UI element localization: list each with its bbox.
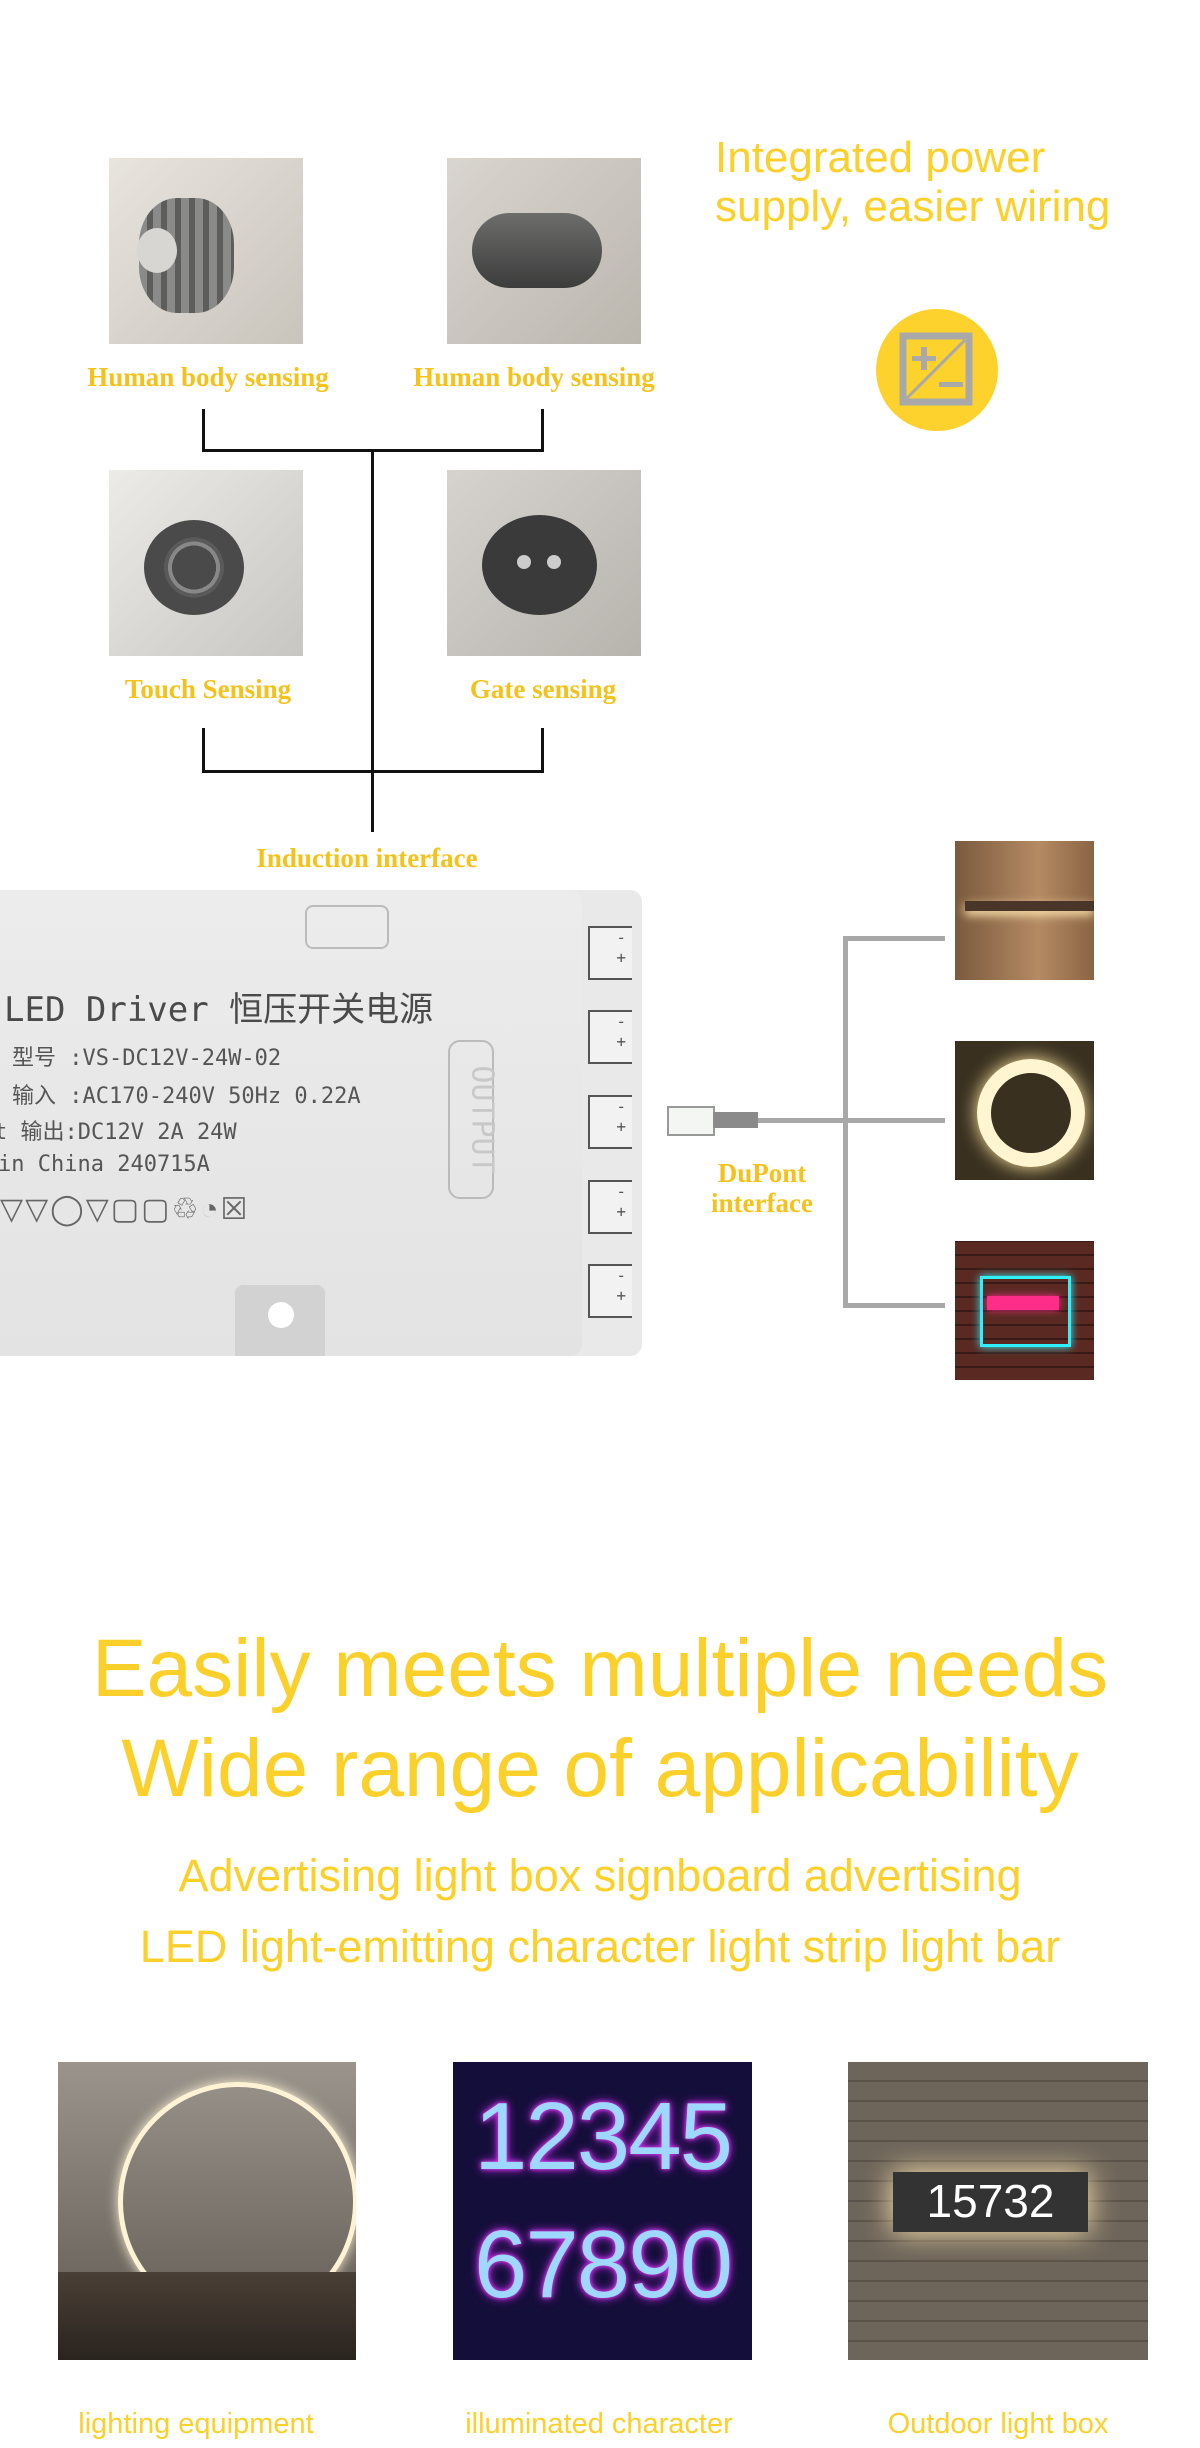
sensor-photo-touch: [109, 470, 303, 656]
led-strip-photo: [955, 1041, 1094, 1180]
connector-line: [541, 728, 544, 773]
sensor-label: Touch Sensing: [124, 674, 292, 704]
ac-dc-converter-icon: [876, 309, 998, 431]
dupont-line1: DuPont: [717, 1158, 807, 1188]
wire-line: [843, 1303, 945, 1308]
connector-line: [202, 409, 205, 452]
connector-line: [202, 770, 544, 773]
connector-line: [371, 449, 374, 832]
cabinet-light-photo: [955, 841, 1094, 980]
output-port: -+: [588, 1264, 632, 1318]
neon-digits-bottom: 67890: [474, 2211, 733, 2318]
dupont-line2: interface: [711, 1188, 813, 1218]
output-port: -+: [588, 1095, 632, 1149]
headline-line1: Easily meets multiple needs: [91, 1623, 1109, 1714]
sensor-label: Human body sensing: [87, 362, 329, 392]
sensor-label: Human body sensing: [413, 362, 655, 392]
sensor-photo-human-body-2: [447, 158, 641, 344]
driver-made-in: in China 240715A: [0, 1152, 210, 1177]
connector-line: [202, 728, 205, 773]
induction-interface-label: Induction interface: [256, 843, 478, 873]
feature-title: Integrated power supply, easier wiring: [715, 133, 1110, 231]
neon-sign-photo: [955, 1241, 1094, 1380]
application-caption: lighting equipment: [78, 2408, 314, 2440]
driver-output: t 输出:DC12V 2A 24W: [0, 1120, 237, 1145]
driver-input: 输入 :AC170-240V 50Hz 0.22A: [12, 1084, 361, 1109]
driver-output-label: OUTPUT: [464, 1065, 500, 1174]
dupont-connector: [667, 1106, 715, 1136]
driver-title: LED Driver 恒压开关电源: [4, 990, 434, 1030]
led-driver-box: OUTPUT LED Driver 恒压开关电源 型号 :VS-DC12V-24…: [0, 890, 642, 1356]
output-port: -+: [588, 1180, 632, 1234]
headline-line2: Wide range of applicability: [121, 1723, 1079, 1814]
illuminated-character-photo: 12345 67890: [453, 2062, 752, 2360]
output-port: -+: [588, 926, 632, 980]
wire-line: [843, 1118, 945, 1123]
driver-model: 型号 :VS-DC12V-24W-02: [12, 1046, 282, 1071]
application-caption: illuminated character: [465, 2408, 733, 2440]
feature-line1: Integrated power: [715, 133, 1046, 182]
output-port: -+: [588, 1010, 632, 1064]
connector-line: [541, 409, 544, 452]
sensor-label: Gate sensing: [469, 674, 617, 704]
subtitle-line2: LED light-emitting character light strip…: [139, 1921, 1061, 1972]
house-number: 15732: [926, 2175, 1055, 2227]
wire-line: [843, 936, 945, 941]
wire-line: [758, 1118, 848, 1123]
lighting-equipment-photo: [58, 2062, 356, 2360]
neon-digits-top: 12345: [474, 2083, 733, 2190]
feature-line2: supply, easier wiring: [715, 182, 1111, 231]
application-caption: Outdoor light box: [887, 2408, 1109, 2440]
dupont-label: DuPont interface: [711, 1158, 813, 1218]
certification-icons: ▽▽◯▽▢▢♲◔☒: [0, 1193, 250, 1226]
outdoor-light-box-photo: 15732: [848, 2062, 1148, 2360]
sensor-photo-gate: [447, 470, 641, 656]
sensor-photo-human-body-1: [109, 158, 303, 344]
subtitle-line1: Advertising light box signboard advertis…: [178, 1850, 1022, 1901]
